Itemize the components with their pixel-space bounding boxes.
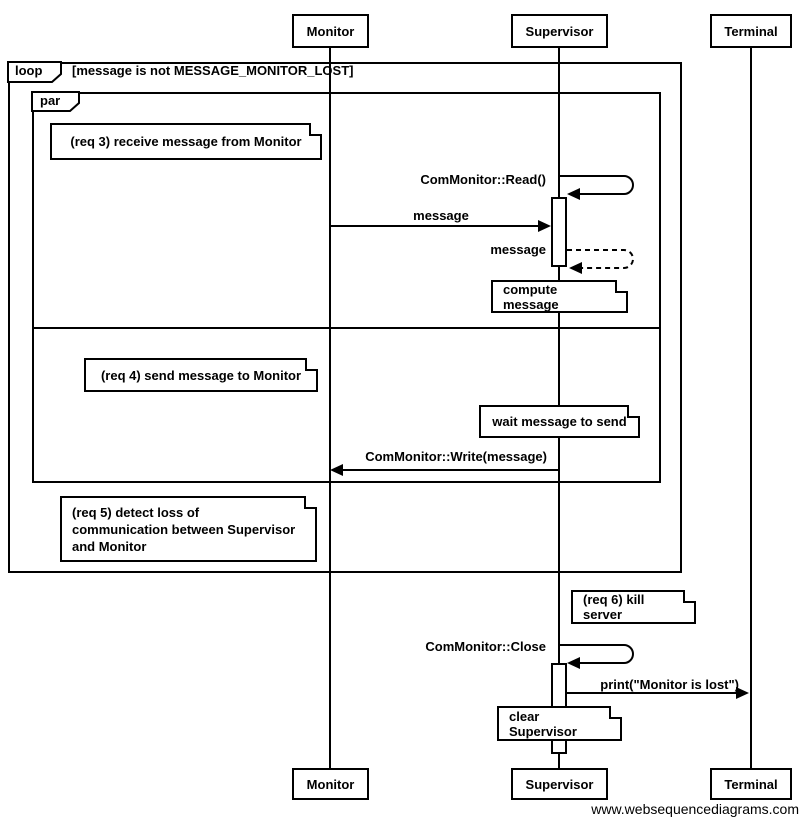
message-arrow-line [331, 225, 540, 227]
loop-operator-label: loop [15, 63, 43, 78]
read-self-call-arrow [559, 175, 634, 200]
par-fragment [32, 92, 661, 483]
watermark-text: www.websequencediagrams.com [591, 801, 799, 817]
note-req4: (req 4) send message to Monitor [84, 358, 318, 392]
note-clear-supervisor: clear Supervisor [497, 706, 622, 741]
actor-supervisor-top: Supervisor [511, 14, 608, 48]
note-req5: (req 5) detect loss of communication bet… [60, 496, 317, 562]
monitor-lifeline [329, 48, 331, 768]
read-call-label: ComMonitor::Read() [420, 172, 546, 187]
message-arrowhead [538, 220, 551, 232]
par-operator-label: par [40, 93, 61, 108]
print-arrowhead [736, 687, 749, 699]
write-arrowhead [330, 464, 343, 476]
actor-supervisor-bottom: Supervisor [511, 768, 608, 800]
write-arrow-line [343, 469, 558, 471]
actor-monitor-top: Monitor [292, 14, 369, 48]
note-wait-message: wait message to send [479, 405, 640, 438]
supervisor-activation-read [551, 197, 567, 267]
write-call-label: ComMonitor::Write(message) [365, 449, 547, 464]
par-divider [32, 327, 661, 329]
loop-fragment-tab [7, 61, 62, 83]
close-self-call-arrow [559, 644, 634, 669]
note-req6: (req 6) kill server [571, 590, 696, 624]
message-return-label: message [490, 242, 546, 257]
close-call-label: ComMonitor::Close [425, 639, 546, 654]
par-fragment-tab [31, 91, 80, 112]
message-label: message [413, 208, 469, 223]
actor-terminal-top: Terminal [710, 14, 792, 48]
loop-fragment [8, 62, 682, 573]
actor-monitor-bottom: Monitor [292, 768, 369, 800]
print-arrow-line [567, 692, 737, 694]
note-compute-message: compute message [491, 280, 628, 313]
loop-guard-label: [message is not MESSAGE_MONITOR_LOST] [72, 63, 354, 78]
terminal-lifeline [750, 48, 752, 768]
note-req3: (req 3) receive message from Monitor [50, 123, 322, 160]
message-return-self-arrow [567, 249, 634, 274]
print-call-label: print("Monitor is lost") [600, 677, 739, 692]
actor-terminal-bottom: Terminal [710, 768, 792, 800]
